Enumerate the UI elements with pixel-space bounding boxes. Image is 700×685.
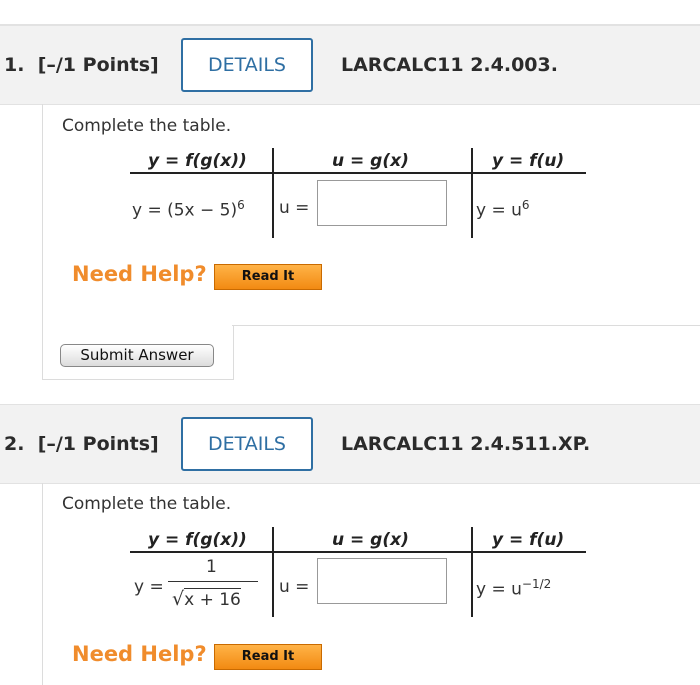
- table-1-header-inner: u = g(x): [332, 151, 409, 171]
- question-2-code: LARCALC11 2.4.511.XP.: [341, 433, 591, 455]
- question-1-number: 1. [–/1 Points]: [4, 54, 159, 76]
- table-2-header-rule: [130, 551, 586, 553]
- question-2-instruction: Complete the table.: [62, 494, 232, 514]
- question-1-body: [42, 104, 43, 325]
- table-2-u-label: u =: [279, 577, 310, 597]
- table-2-header-composite: y = f(g(x)): [148, 530, 247, 550]
- submit-separator: [232, 325, 700, 326]
- need-help-label-2: Need Help?: [72, 642, 207, 666]
- table-2-divider-2: [471, 527, 473, 617]
- table-1-header-rule: [130, 172, 586, 174]
- table-2-header-inner: u = g(x): [332, 530, 409, 550]
- question-1-instruction: Complete the table.: [62, 116, 232, 136]
- question-1-code: LARCALC11 2.4.003.: [341, 54, 558, 76]
- question-2-number: 2. [–/1 Points]: [4, 433, 159, 455]
- submit-answer-button[interactable]: Submit Answer: [60, 344, 214, 367]
- table-1-header-composite: y = f(g(x)): [148, 151, 247, 171]
- details-button-2[interactable]: DETAILS: [181, 417, 313, 471]
- read-it-button-1[interactable]: Read It: [214, 264, 322, 290]
- submit-container: [42, 325, 234, 380]
- top-divider: [0, 24, 700, 25]
- table-2-denominator: √x + 16: [172, 588, 241, 610]
- question-1-header: 1. [–/1 Points] DETAILS LARCALC11 2.4.00…: [0, 25, 700, 105]
- table-2-header-outer: y = f(u): [492, 530, 565, 550]
- table-2-numerator: 1: [206, 557, 217, 577]
- answer-input-1[interactable]: [317, 180, 447, 226]
- table-1-header-outer: y = f(u): [492, 151, 565, 171]
- table-1-divider-1: [272, 148, 274, 238]
- question-2-header: 2. [–/1 Points] DETAILS LARCALC11 2.4.51…: [0, 404, 700, 484]
- read-it-button-2[interactable]: Read It: [214, 644, 322, 670]
- table-1-divider-2: [471, 148, 473, 238]
- table-2-outer-function: y = u−1/2: [476, 577, 552, 600]
- table-2-fraction-bar: [168, 581, 258, 582]
- table-1-composite-function: y = (5x − 5)6: [132, 198, 245, 221]
- need-help-label-1: Need Help?: [72, 262, 207, 286]
- details-button-1[interactable]: DETAILS: [181, 38, 313, 92]
- table-1-u-label: u =: [279, 198, 310, 218]
- table-2-composite-lhs: y =: [134, 577, 164, 597]
- table-1-outer-function: y = u6: [476, 198, 530, 221]
- question-2-body: [42, 483, 43, 685]
- answer-input-2[interactable]: [317, 558, 447, 604]
- table-2-divider-1: [272, 527, 274, 617]
